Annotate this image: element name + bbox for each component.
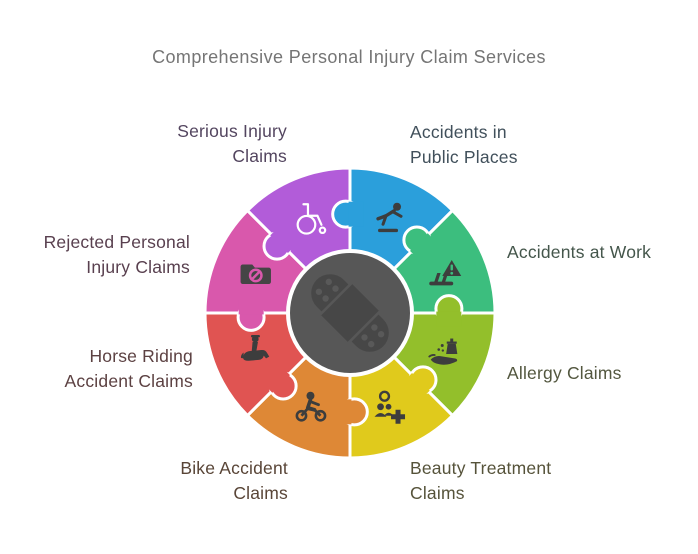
puzzle-knob-neck xyxy=(436,311,462,327)
allergy-hand-icon xyxy=(428,338,458,365)
puzzle-knob-neck xyxy=(410,233,439,262)
people-plus-icon xyxy=(374,390,406,424)
puzzle-knob-neck xyxy=(336,399,352,425)
segment-label-beauty-treatment-claims: Beauty Treatment Claims xyxy=(410,458,552,503)
page-title: Comprehensive Personal Injury Claim Serv… xyxy=(152,47,546,67)
segment-label-serious-injury-claims: Serious Injury Claims xyxy=(177,121,287,166)
bandage-icon xyxy=(311,274,389,352)
segment-label-accidents-at-work: Accidents at Work xyxy=(507,242,652,262)
puzzle-knob-neck xyxy=(261,364,290,393)
wheelchair-icon xyxy=(296,203,327,235)
puzzle-knob-neck xyxy=(238,299,264,315)
folder-rejected-icon xyxy=(240,264,271,284)
puzzle-knob-neck xyxy=(401,373,430,402)
construction-warning-icon xyxy=(429,259,462,286)
segment-label-accidents-public-places: Accidents in Public Places xyxy=(410,122,518,167)
slip-fall-icon xyxy=(376,202,403,233)
horse-rider-icon xyxy=(240,335,270,361)
segment-label-allergy-claims: Allergy Claims xyxy=(507,363,622,383)
segment-label-bike-accident-claims: Bike Accident Claims xyxy=(180,458,288,503)
segment-label-rejected-injury-claims: Rejected Personal Injury Claims xyxy=(43,232,190,277)
puzzle-knob-neck xyxy=(270,224,299,253)
motorcycle-icon xyxy=(295,391,327,422)
segment-label-horse-riding-claims: Horse Riding Accident Claims xyxy=(64,346,193,391)
puzzle-knob-neck xyxy=(348,201,364,227)
